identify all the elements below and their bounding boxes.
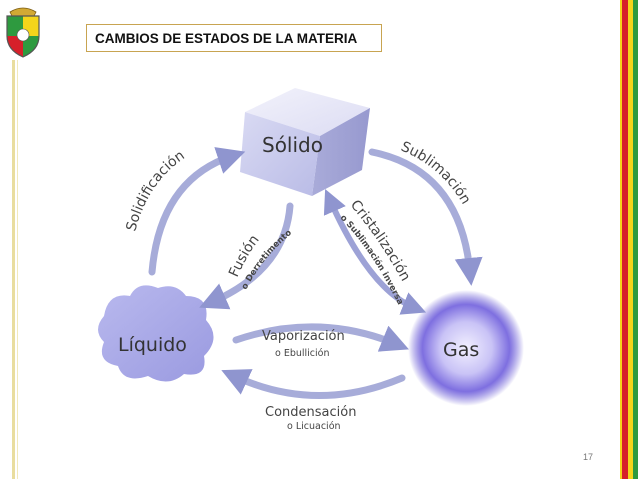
vaporization-label: Vaporización bbox=[262, 329, 345, 344]
sublimation-arrow bbox=[368, 148, 483, 286]
states-of-matter-diagram: Sólido Líquido Gas Solidificación Sublim… bbox=[98, 88, 524, 432]
sublimation-label: Sublimación bbox=[399, 139, 474, 207]
fusion-arrow bbox=[199, 202, 294, 310]
crystallization-arrow bbox=[323, 189, 427, 315]
condensation-label: Condensación bbox=[265, 405, 356, 420]
solidification-arrow bbox=[148, 147, 246, 276]
solid-label: Sólido bbox=[262, 133, 323, 157]
page-number: 17 bbox=[583, 452, 594, 462]
gas-label: Gas bbox=[443, 339, 479, 361]
left-border-line bbox=[12, 60, 15, 479]
liquid-blob bbox=[98, 285, 214, 382]
condensation-alt-label: o Licuación bbox=[287, 421, 341, 432]
vaporization-arrow bbox=[232, 323, 409, 352]
vaporization-alt-label: o Ebullición bbox=[275, 348, 330, 359]
solid-cube bbox=[240, 88, 370, 196]
liquid-label: Líquido bbox=[118, 334, 187, 356]
slide-title: CAMBIOS DE ESTADOS DE LA MATERIA bbox=[95, 30, 358, 46]
flag-stripes bbox=[620, 0, 638, 479]
condensation-arrow bbox=[221, 369, 406, 399]
left-border-line-thin bbox=[17, 60, 18, 479]
school-crest-icon bbox=[6, 7, 40, 58]
slide-title-box: CAMBIOS DE ESTADOS DE LA MATERIA bbox=[86, 24, 382, 52]
gas-cloud bbox=[408, 290, 524, 406]
